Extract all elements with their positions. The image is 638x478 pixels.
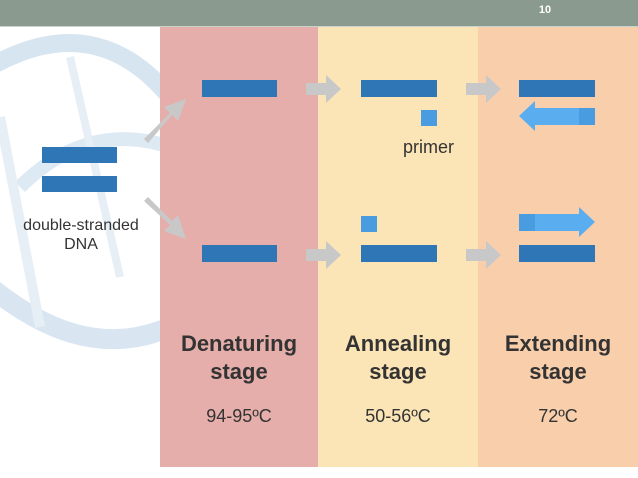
denatured-strand-top — [202, 80, 277, 97]
stage-title-line1: Extending — [504, 331, 612, 356]
annealing-strand-top — [361, 80, 437, 97]
stage-title-line2: stage — [210, 359, 268, 384]
stage-title-line1: Denaturing — [180, 331, 298, 356]
new-strand-arrow-left — [519, 101, 595, 131]
primer-label: primer — [403, 137, 455, 157]
dna-label-line2: DNA — [64, 236, 98, 253]
arrow-right-top-2 — [466, 75, 501, 103]
stage-title-denaturing: Denaturing stage — [160, 330, 318, 386]
stage-temperature-denaturing: 94-95ºC — [206, 406, 272, 426]
extending-strand-bottom — [519, 245, 595, 262]
stage-title-line2: stage — [529, 359, 587, 384]
extending-strand-top — [519, 80, 595, 97]
stage-title-annealing: Annealing stage — [319, 330, 477, 386]
stage-temperature-annealing: 50-56ºC — [365, 406, 431, 426]
primer-top — [421, 110, 437, 126]
dna-helix-background — [0, 34, 177, 350]
primer-bottom — [361, 216, 377, 232]
denatured-strand-bottom — [202, 245, 277, 262]
arrow-right-top-1 — [306, 75, 341, 103]
arrow-down-right — [144, 197, 186, 239]
top-bar: 10 — [0, 0, 638, 27]
arrow-up-right — [144, 99, 186, 143]
new-strand-arrow-right — [519, 207, 595, 237]
arrow-right-bottom-2 — [466, 241, 501, 269]
arrow-right-bottom-1 — [306, 241, 341, 269]
stage-title-extending: Extending stage — [479, 330, 637, 386]
dna-label-line1: double-stranded — [23, 217, 139, 234]
stage-title-line2: stage — [369, 359, 427, 384]
dna-label: double-stranded DNA — [18, 216, 144, 254]
dna-strand-bottom — [42, 176, 117, 192]
stage-title-line1: Annealing — [344, 331, 452, 356]
slide-number: 10 — [538, 4, 552, 16]
stage-temperature-extending: 72ºC — [538, 406, 578, 426]
annealing-strand-bottom — [361, 245, 437, 262]
dna-strand-top — [42, 147, 117, 163]
